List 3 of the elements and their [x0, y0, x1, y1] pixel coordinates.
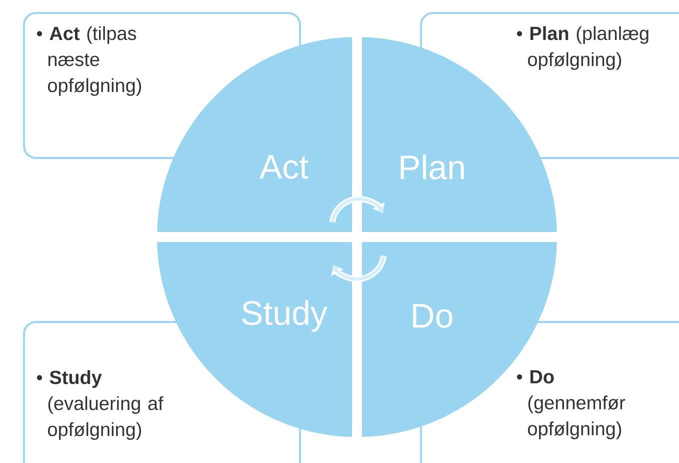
- cycle-arrow: [329, 196, 385, 223]
- quadrant: Act: [157, 37, 352, 232]
- cycle-arrow: [331, 255, 387, 282]
